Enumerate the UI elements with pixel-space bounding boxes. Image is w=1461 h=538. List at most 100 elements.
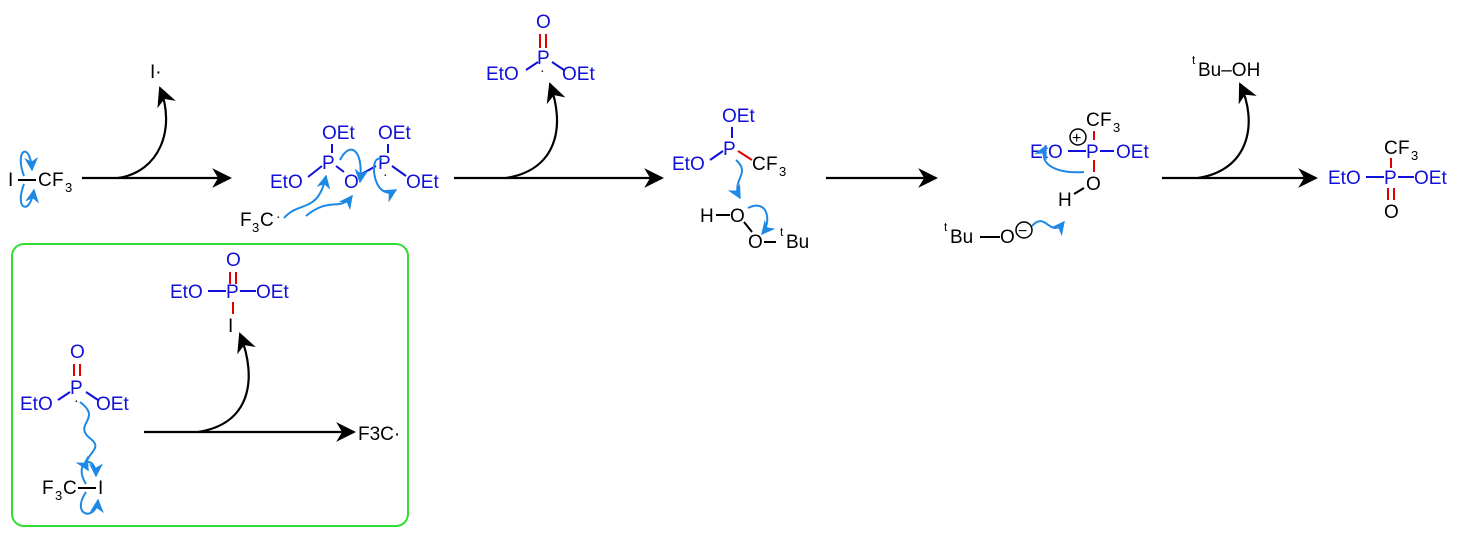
tbuo-bu: Bu	[950, 227, 973, 248]
tbuo-o: O	[1000, 227, 1015, 248]
prod-p: P	[1384, 168, 1397, 189]
radical-dot: ·	[74, 395, 79, 410]
inset-p-o: O	[70, 342, 85, 363]
p2-oet-right: OEt	[406, 172, 439, 193]
tert-butyl-hydroperoxide: H O O t Bu	[700, 204, 809, 253]
trifluoromethyl-c: C	[38, 170, 52, 191]
bond	[307, 165, 323, 178]
text: 3	[55, 488, 62, 503]
p1-oet-left: EtO	[270, 172, 303, 193]
inset-p: P	[70, 378, 83, 399]
inset-p-oet: OEt	[96, 394, 129, 415]
bond	[85, 391, 99, 401]
p1-oet-top: OEt	[322, 123, 355, 144]
ph-oet: OEt	[1116, 142, 1149, 163]
phosphonyl-radical-byproduct: O P · EtO OEt	[486, 12, 595, 85]
cf3-radical-c: C	[260, 210, 274, 231]
curly-arrow-half-2	[339, 148, 369, 184]
inset-p-eto: EtO	[20, 394, 53, 415]
curly-arrow-inset-2	[80, 461, 103, 485]
ph-eto: EtO	[1030, 142, 1063, 163]
positive-charge: +	[1072, 130, 1081, 147]
cf3-radical-sub: 3	[252, 220, 259, 235]
negative-charge: −	[1018, 223, 1027, 240]
byproduct-eto: EtO	[486, 64, 519, 85]
radical-dot: ·	[276, 211, 281, 226]
phosphonium-intermediate: + C F 3 EtO P OEt O H	[1030, 110, 1149, 211]
prod-cf3-c: C	[1384, 138, 1398, 159]
curly-arrow-oo-cleave	[747, 204, 776, 236]
curly-arrow-half-3	[372, 157, 398, 203]
tbu-superscript: t	[780, 225, 784, 239]
ph-h: H	[1058, 190, 1072, 211]
ph-p: P	[1086, 142, 1099, 163]
positive-charge-circle	[1069, 128, 1087, 146]
diethyl-trifluoromethylphosphonate: C F 3 EtO P OEt O	[1328, 138, 1447, 223]
bond	[391, 165, 407, 177]
bond	[1073, 187, 1085, 195]
ph-cf3-c: C	[1086, 110, 1100, 131]
byproduct-arrow-2	[505, 82, 566, 180]
iodine-atom: I	[8, 170, 13, 191]
byproduct-o: O	[536, 12, 551, 33]
curly-arrow-base-to-h	[1031, 220, 1065, 237]
tert-butoxide: t Bu O −	[944, 220, 1065, 248]
curly-arrow-inset-3	[79, 491, 104, 515]
negative-charge-circle	[1015, 221, 1033, 239]
bond	[709, 150, 724, 161]
iodine-radical: I·	[150, 62, 162, 83]
iodophos-i: I	[228, 316, 233, 337]
text: t	[944, 220, 948, 234]
tert-butanol-byproduct: t Bu–OH	[1192, 53, 1260, 81]
curly-arrow-p-to-o	[727, 159, 743, 200]
peroxide-o1: O	[730, 206, 745, 227]
peroxide-h: H	[700, 206, 714, 227]
bond	[525, 61, 539, 71]
byproduct-oet: OEt	[562, 64, 595, 85]
cf3-c: C	[752, 154, 766, 175]
bridging-o: O	[344, 172, 359, 193]
text: 3	[1113, 120, 1120, 135]
tbuoh-label: Bu–OH	[1198, 60, 1260, 81]
iodophos-p: P	[226, 282, 239, 303]
prod-eto: EtO	[1328, 168, 1361, 189]
prod-cf3-f: F	[1398, 138, 1410, 159]
inset-byproduct-arrow	[197, 332, 256, 434]
curly-arrow-o-to-et	[1034, 144, 1085, 174]
curly-arrow-half-1	[305, 194, 353, 217]
p2-oet-top: OEt	[378, 123, 411, 144]
bond	[743, 221, 753, 233]
prod-o: O	[1384, 202, 1399, 223]
curly-arrow-down	[19, 183, 39, 208]
byproduct-p: P	[537, 48, 550, 69]
text: 3	[1411, 148, 1418, 163]
iodotrifluoromethane: I C F 3	[8, 150, 72, 208]
cf3-f: F	[766, 154, 778, 175]
prod-oet: OEt	[1414, 168, 1447, 189]
p2-radical-dot: ·	[383, 169, 388, 184]
trifluoromethyl-f: F	[52, 170, 64, 191]
initiation-inset-box	[11, 243, 409, 527]
curly-arrow-cf3-to-p	[283, 174, 331, 219]
phosphite-dimer-adduct: OEt P EtO O P · OEt OEt F 3 C ·	[240, 123, 439, 235]
text: t	[1192, 53, 1196, 67]
radical-dot: ·	[540, 65, 545, 80]
p-eto-left: EtO	[672, 154, 705, 175]
byproduct-arrow-4	[1197, 82, 1257, 180]
p1-atom: P	[322, 153, 335, 174]
p-cf3-bond	[737, 150, 753, 161]
inset-cf3i: F 3 C I	[42, 461, 104, 515]
inset-iodophosphate: O EtO P OEt I	[170, 250, 289, 337]
inset-cf3-radical: F3C·	[358, 424, 400, 445]
subscript-3: 3	[65, 180, 72, 195]
inset-f: F	[42, 478, 54, 499]
cf3-radical-f: F	[240, 210, 252, 231]
p-atom: P	[723, 139, 736, 160]
phosphoranyl-radical: OEt P EtO C F 3	[672, 106, 786, 200]
tbu-label: Bu	[786, 232, 809, 253]
ph-cf3-f: F	[1100, 110, 1112, 131]
inset-i: I	[98, 478, 103, 499]
p-oet-top: OEt	[722, 106, 755, 127]
byproduct-arrow-1	[117, 86, 176, 180]
text: 3	[779, 164, 786, 179]
